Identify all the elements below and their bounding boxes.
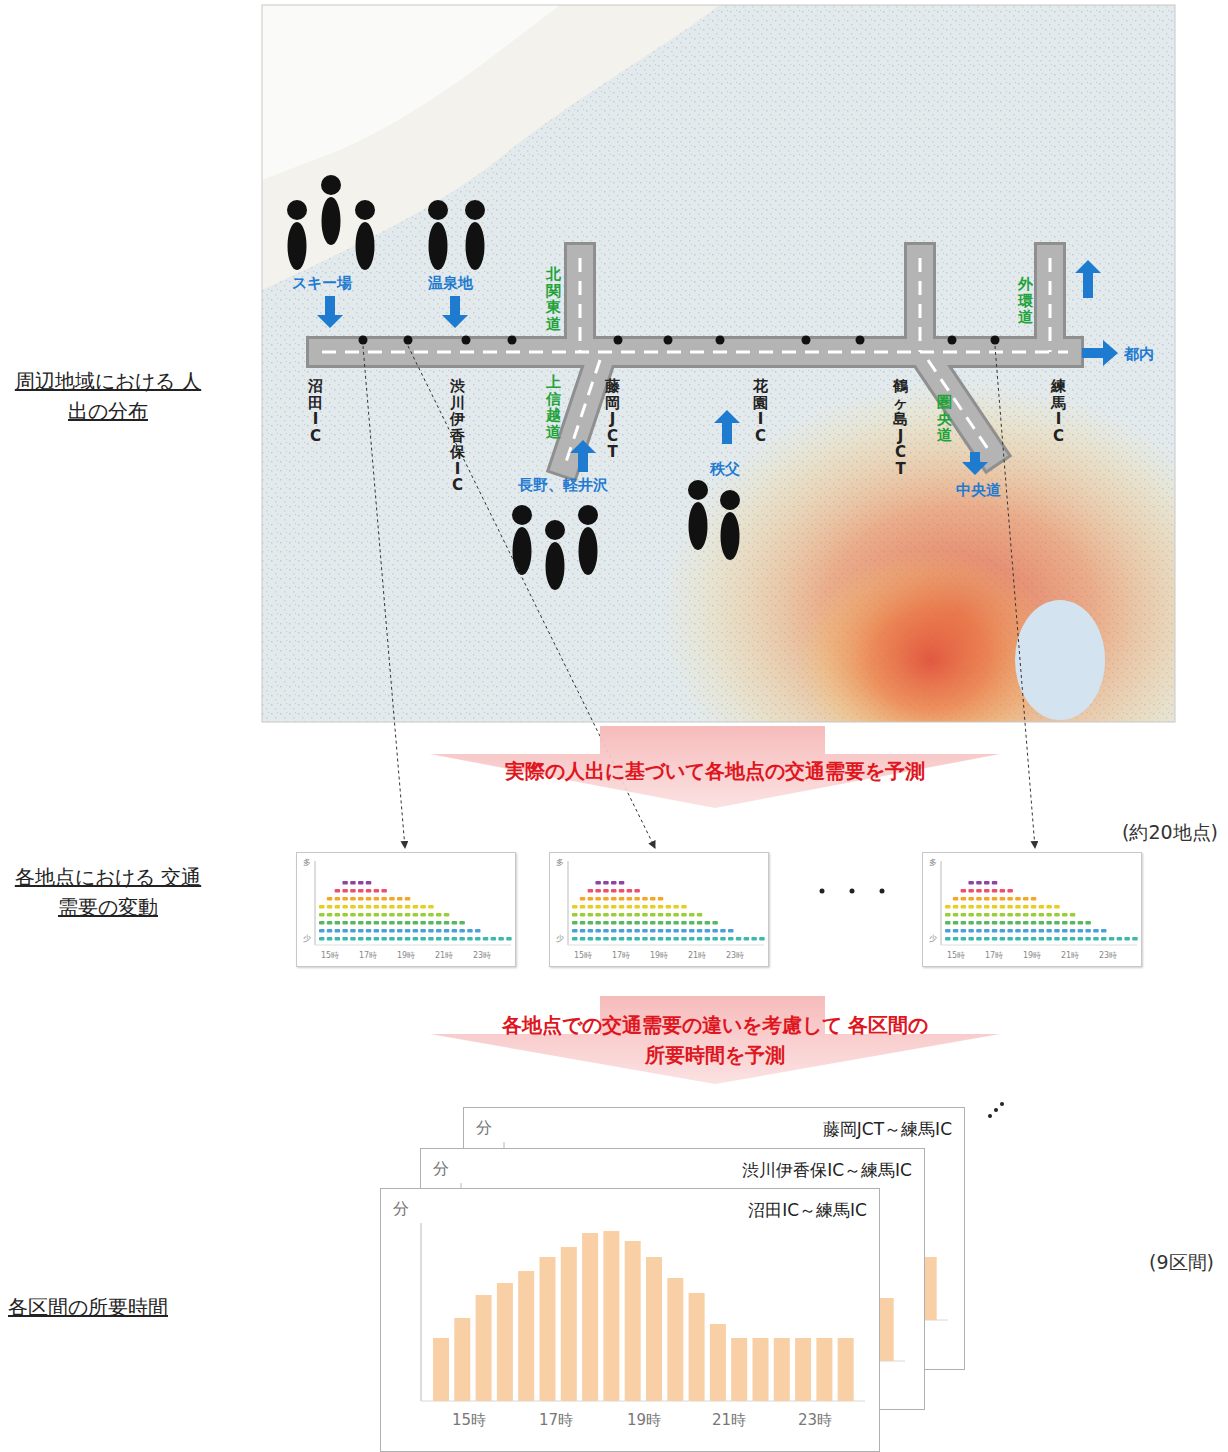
section-title: 藤岡JCT～練馬IC xyxy=(823,1118,952,1141)
road-name: 外環道 xyxy=(1018,276,1033,326)
tick-label: 17時 xyxy=(359,950,377,961)
tick-label: 17時 xyxy=(612,950,630,961)
road-name: 北関東道 xyxy=(546,266,561,332)
count-note: (9区間) xyxy=(1149,1250,1214,1276)
interchange-label: 渋川伊香保IC xyxy=(450,378,465,494)
travel-time-chart: 分 沼田IC～練馬IC 15時 17時 19時 21時 23時 xyxy=(380,1188,880,1452)
demand-chart: 多少 15時 17時 19時 21時 23時 xyxy=(296,852,516,967)
flow-arrow: 各地点での交通需要の違いを考慮して 各区間の所要時間を予測 xyxy=(425,996,1005,1084)
interchange-label: 藤岡JCT xyxy=(605,378,620,461)
tick-label: 19時 xyxy=(627,1411,661,1430)
tick-label: 17時 xyxy=(985,950,1003,961)
interchange-label: 鶴ヶ島JCT xyxy=(893,378,908,477)
axis-unit: 分 xyxy=(476,1118,492,1139)
tick-label: 15時 xyxy=(947,950,965,961)
section-heading: 各地点における 交通需要の変動 xyxy=(8,862,208,922)
place-label: スキー場 xyxy=(292,274,352,293)
place-label: 都内 xyxy=(1124,345,1154,364)
tick-label: 23時 xyxy=(726,950,744,961)
tick-label: 23時 xyxy=(473,950,491,961)
place-label: 温泉地 xyxy=(428,274,473,293)
road-name: 中央道 xyxy=(956,481,1001,500)
place-label: 長野、軽井沢 xyxy=(518,476,608,495)
tick-label: 21時 xyxy=(435,950,453,961)
interchange-label: 花園IC xyxy=(753,378,768,444)
section-title: 渋川伊香保IC～練馬IC xyxy=(742,1159,912,1182)
arrow-caption: 各地点での交通需要の違いを考慮して 各区間の所要時間を予測 xyxy=(495,1010,935,1070)
axis-label: 多 xyxy=(556,857,564,868)
axis-label: 多 xyxy=(303,857,311,868)
tick-label: 15時 xyxy=(452,1411,486,1430)
tick-label: 19時 xyxy=(1023,950,1041,961)
section-heading: 周辺地域における 人出の分布 xyxy=(8,366,208,426)
road-name: 上信越道 xyxy=(546,374,561,440)
tick-label: 15時 xyxy=(574,950,592,961)
arrow-caption: 実際の人出に基づいて各地点の交通需要を予測 xyxy=(425,758,1005,785)
demand-chart: 多少 15時 17時 19時 21時 23時 xyxy=(549,852,769,967)
section-heading: 各区間の所要時間 xyxy=(8,1294,168,1321)
tick-label: 21時 xyxy=(1061,950,1079,961)
tick-label: 21時 xyxy=(688,950,706,961)
interchange-label: 沼田IC xyxy=(308,378,323,444)
axis-label: 少 xyxy=(303,933,311,944)
tick-label: 21時 xyxy=(712,1411,746,1430)
demand-chart-shape xyxy=(550,853,770,968)
demand-chart-shape xyxy=(923,853,1143,968)
demand-chart: 多少 15時 17時 19時 21時 23時 xyxy=(922,852,1142,967)
axis-unit: 分 xyxy=(393,1199,409,1220)
tick-label: 19時 xyxy=(397,950,415,961)
place-label: 秩父 xyxy=(710,460,740,479)
tick-label: 23時 xyxy=(798,1411,832,1430)
demand-chart-shape xyxy=(297,853,517,968)
tick-label: 15時 xyxy=(321,950,339,961)
axis-label: 少 xyxy=(556,933,564,944)
tick-label: 17時 xyxy=(539,1411,573,1430)
count-note: (約20地点) xyxy=(1122,820,1218,846)
tick-label: 19時 xyxy=(650,950,668,961)
flow-arrow-shape xyxy=(425,996,1005,1084)
axis-unit: 分 xyxy=(433,1159,449,1180)
flow-arrow: 実際の人出に基づいて各地点の交通需要を予測 xyxy=(425,726,1005,808)
tick-label: 23時 xyxy=(1099,950,1117,961)
interchange-label: 練馬IC xyxy=(1051,378,1066,444)
axis-label: 多 xyxy=(929,857,937,868)
axis-label: 少 xyxy=(929,933,937,944)
section-title: 沼田IC～練馬IC xyxy=(748,1199,867,1222)
road-name: 圏央道 xyxy=(937,394,952,444)
